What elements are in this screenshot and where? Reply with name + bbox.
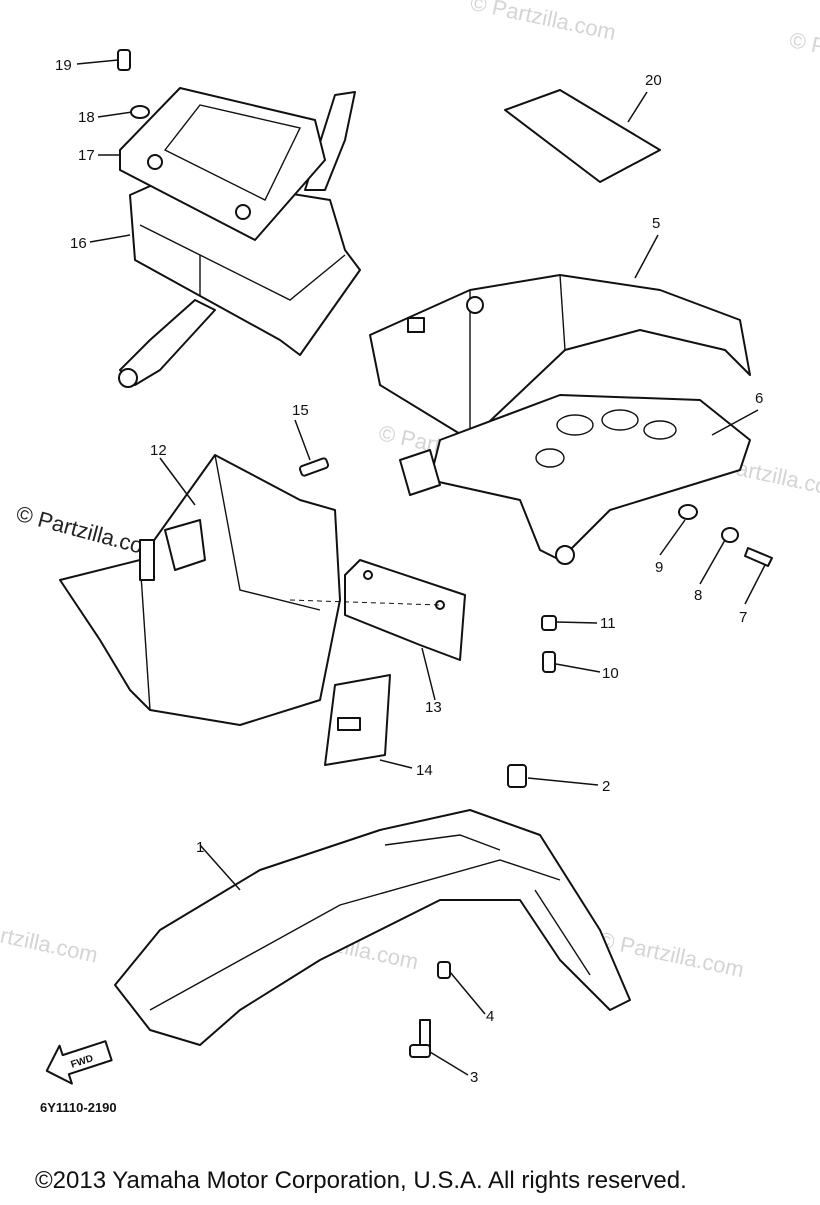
mud-plate-part-13 (344, 559, 466, 661)
strap-hook (118, 368, 138, 388)
collar-part-9 (678, 504, 698, 520)
callout-18: 18 (78, 109, 95, 126)
inner-fender-crease (139, 559, 151, 711)
front-fender-inner-edge (534, 889, 591, 976)
flap-hole-1 (556, 414, 594, 436)
inner-fender-crease-2 (214, 454, 321, 611)
callout-6: 6 (755, 390, 763, 407)
callout-8: 8 (694, 587, 702, 604)
inner-fender-part-12 (59, 454, 341, 726)
flap-hole-3 (643, 420, 677, 440)
bolt-part-3-head (409, 1044, 431, 1058)
bolt-part-15 (298, 457, 330, 477)
callout-10: 10 (602, 665, 619, 682)
callout-9: 9 (655, 559, 663, 576)
callout-13: 13 (425, 699, 442, 716)
callout-labels: 19 18 17 16 20 5 6 15 12 9 8 7 11 10 13 … (55, 57, 763, 1086)
bolt-part-7 (744, 547, 773, 567)
callout-16: 16 (70, 235, 87, 252)
callout-2: 2 (602, 778, 610, 795)
bolt-part-4 (437, 961, 451, 979)
inner-fender-post (139, 539, 155, 581)
nut-part-11 (541, 615, 557, 631)
flap-hole-2 (601, 409, 639, 431)
callout-19: 19 (55, 57, 72, 74)
flap-grommet (555, 545, 575, 565)
washer-part-18 (130, 105, 150, 119)
copyright-notice: ©2013 Yamaha Motor Corporation, U.S.A. A… (35, 1167, 687, 1194)
watermark-3: © Partzilla.com (787, 27, 820, 82)
rear-fender-assembly (369, 274, 751, 565)
watermark-2: © Partzilla.com (468, 0, 618, 45)
diagram-code: 6Y1110-2190 (40, 1100, 117, 1115)
callout-3: 3 (470, 1069, 478, 1086)
callout-1: 1 (196, 839, 204, 856)
inner-fender-bracket (164, 519, 206, 571)
inner-fender-assembly (59, 454, 466, 766)
rear-flap-part-6 (429, 394, 751, 561)
seat-pad-edge (599, 149, 661, 183)
callout-14: 14 (416, 762, 433, 779)
fender-hole (466, 296, 484, 314)
callout-5: 5 (652, 215, 660, 232)
seat-pad (504, 89, 661, 183)
front-fender-assembly (114, 764, 631, 1058)
plate-hole-1 (363, 570, 373, 580)
watermark-6: © Partzilla.com (0, 912, 100, 967)
rear-fender (369, 274, 751, 441)
front-fender (114, 809, 631, 1046)
assembly-line-1 (289, 599, 441, 606)
bolt-part-10 (542, 651, 556, 673)
callout-12: 12 (150, 442, 167, 459)
battery-cover-window (163, 104, 302, 201)
fwd-arrow-badge: FWD (45, 1040, 113, 1085)
front-fender-centerline (149, 859, 561, 1011)
front-fender-top-ridge (384, 834, 501, 851)
fwd-arrow-icon (45, 1040, 113, 1085)
flap-hole-4 (535, 448, 565, 468)
callout-4: 4 (486, 1008, 494, 1025)
rear-fender-crease-2 (559, 274, 566, 351)
callout-17: 17 (78, 147, 95, 164)
screw-part-19 (117, 49, 131, 71)
seat-pad-part-20 (504, 89, 661, 183)
cover-hole-left (147, 154, 163, 170)
battery-cover (119, 87, 326, 241)
battery-box-assembly (117, 49, 361, 388)
bolt-part-2 (507, 764, 527, 788)
battery-box-rim (139, 224, 346, 301)
leader-lines (76, 59, 766, 1076)
callout-7: 7 (739, 609, 747, 626)
flap-bracket (399, 449, 441, 496)
flap-slot (337, 717, 361, 731)
cover-hole-right (235, 204, 251, 220)
callout-11: 11 (600, 615, 616, 632)
bolt-part-3-shank (419, 1019, 431, 1049)
nut-part-8 (721, 527, 739, 543)
callout-15: 15 (292, 402, 309, 419)
callout-20: 20 (645, 72, 662, 89)
fender-clip (407, 317, 425, 333)
